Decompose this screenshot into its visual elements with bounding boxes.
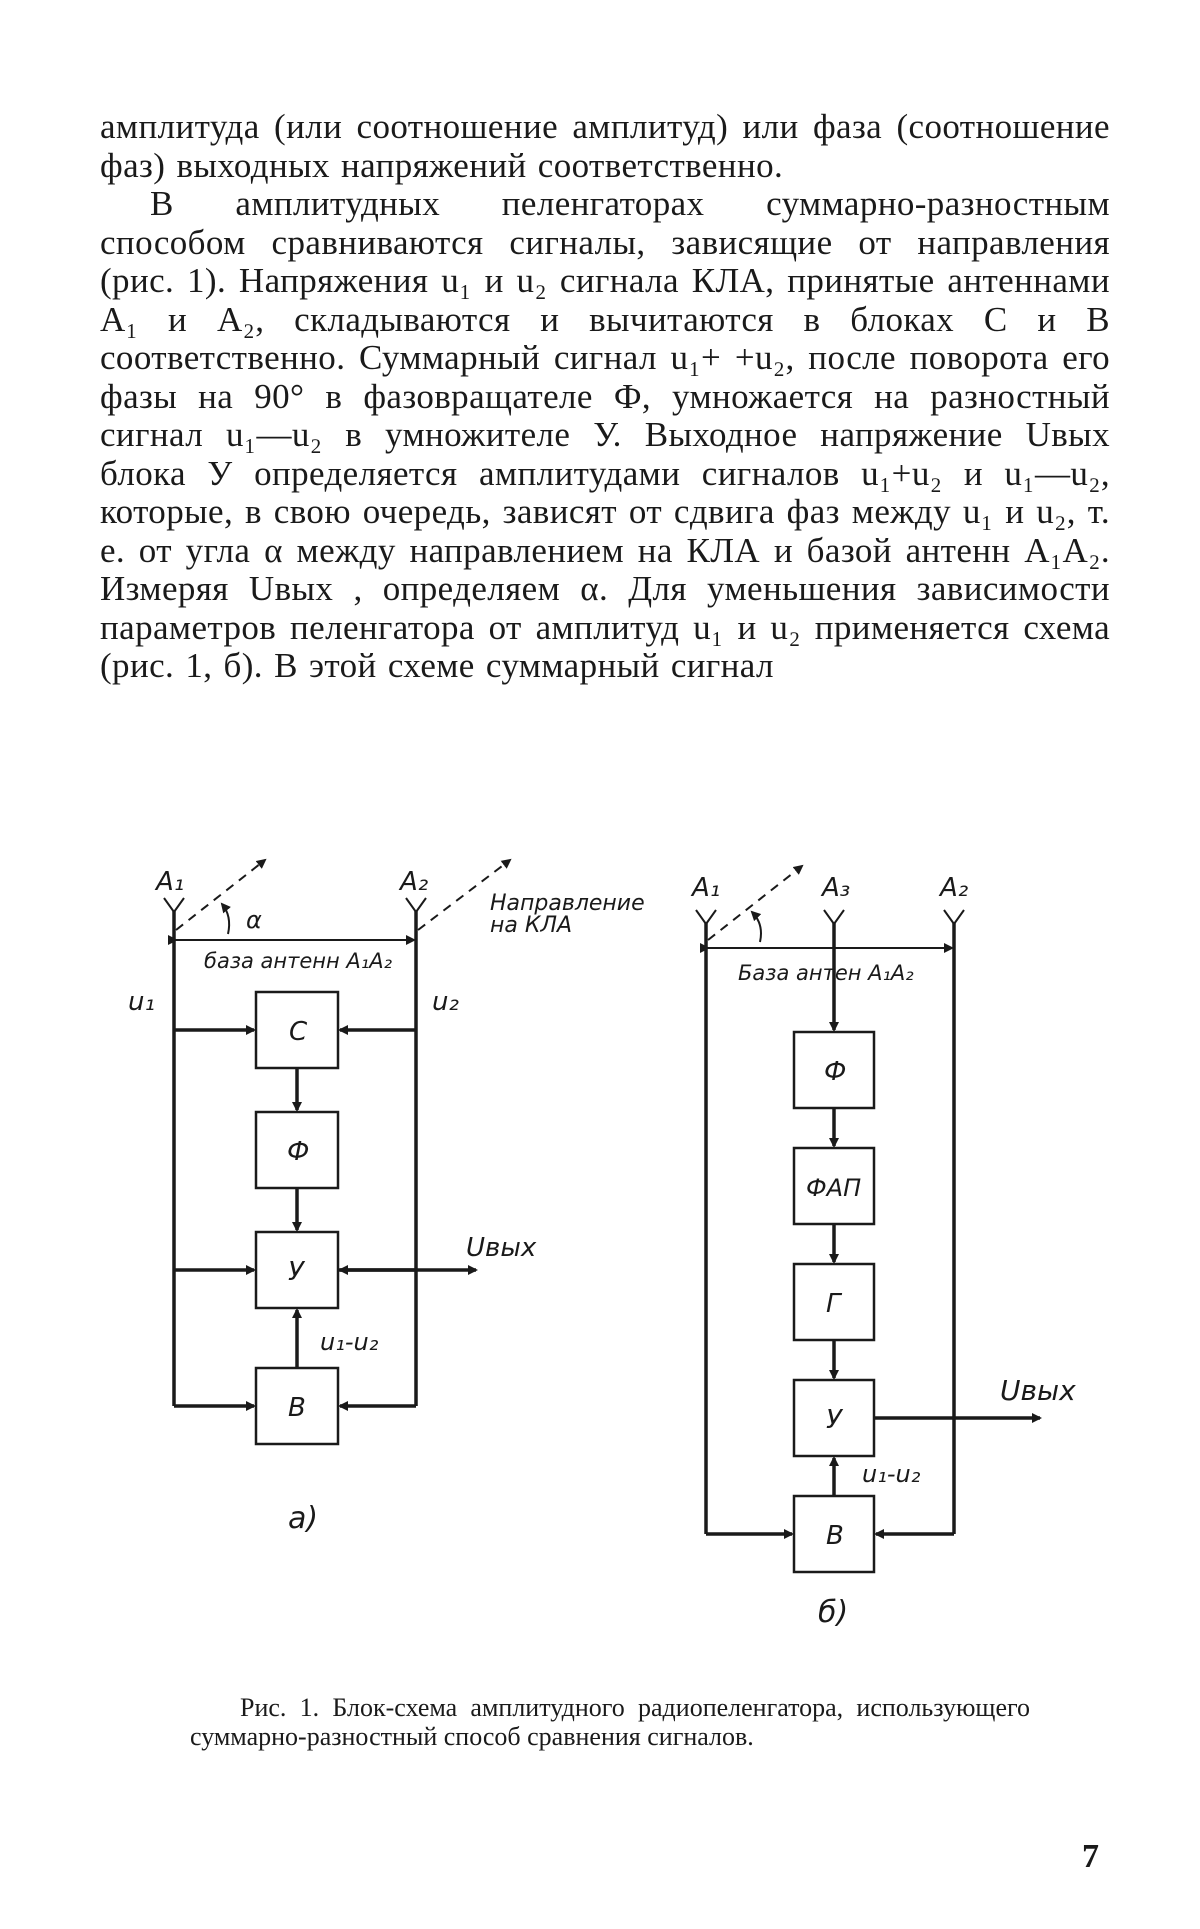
label-u1-a: u₁ [128,987,155,1017]
label-diff-signal-b: u₁-u₂ [862,1460,921,1488]
page-number: 7 [1082,1838,1099,1875]
direction-line-a2 [417,858,512,931]
label-block-y-a: У [288,1257,306,1287]
block-diagram-svg: A₁ A₂ α Направление на КЛА база антенн A… [128,858,1076,1630]
block-phase-shifter-a [254,1110,340,1190]
label-antenna-a2-a: A₂ [398,867,428,897]
block-difference-a [254,1366,340,1446]
angle-arc [220,902,231,935]
label-sub-b: б) [818,1595,848,1630]
block-sum-c [254,990,340,1070]
angle-arc-b [750,910,762,943]
label-block-phi-a: Ф [287,1137,309,1167]
diagram-b: A₁ A₃ A₂ База антен A₁A₂ Ф ФАП Г У В Uвы… [690,864,1076,1630]
body-text: амплитуда (или соотношение амплитуд) или… [100,107,1110,686]
label-antenna-a2-b: A₂ [938,873,968,903]
antenna-b3-icon [823,909,845,942]
label-block-y-b: У [826,1405,844,1435]
label-antenna-a1-a: A₁ [154,867,184,897]
diagram-a: A₁ A₂ α Направление на КЛА база антенн A… [128,858,645,1536]
label-output-a: Uвых [466,1233,537,1263]
paragraph-continuation: амплитуда (или соотношение амплитуд) или… [100,107,1110,185]
label-block-b-a: В [288,1393,306,1423]
antenna-b1-icon [695,909,717,942]
direction-line-b [707,864,804,941]
figure-caption: Рис. 1. Блок-схема амплитудного радиопел… [190,1693,1030,1751]
block-phase-shifter-b [792,1030,876,1110]
label-u2-a: u₂ [432,987,459,1017]
label-sub-a: а) [288,1501,318,1536]
label-angle-alpha: α [246,906,262,934]
figure-block-diagrams: A₁ A₂ α Направление на КЛА база антенн A… [0,830,1200,1780]
label-block-phi-b: Ф [824,1057,846,1087]
label-antenna-a1-b: A₁ [690,873,720,903]
label-block-c: С [289,1017,308,1047]
antenna-a1-icon [163,897,185,935]
block-difference-b [792,1494,876,1574]
label-output-b: Uвых [1000,1374,1076,1407]
label-base-b: База антен A₁A₂ [738,961,914,985]
label-block-pll: ФАП [806,1174,861,1202]
label-direction-1: Направление [490,891,645,916]
label-block-g: Г [826,1289,843,1319]
label-antenna-a3-b: A₃ [820,873,850,903]
antenna-a2-icon [405,897,427,935]
label-block-b-b: В [826,1521,844,1551]
label-base-a: база антенн A₁A₂ [204,949,393,973]
direction-line-a1 [175,858,267,931]
paragraph-amplitude-direction-finders: В амплитудных пеленгаторах суммарно-разн… [100,184,1110,685]
label-diff-signal-a: u₁-u₂ [320,1328,379,1356]
antenna-b2-icon [943,909,965,942]
label-direction-2: на КЛА [490,913,572,938]
block-pll [792,1146,876,1226]
